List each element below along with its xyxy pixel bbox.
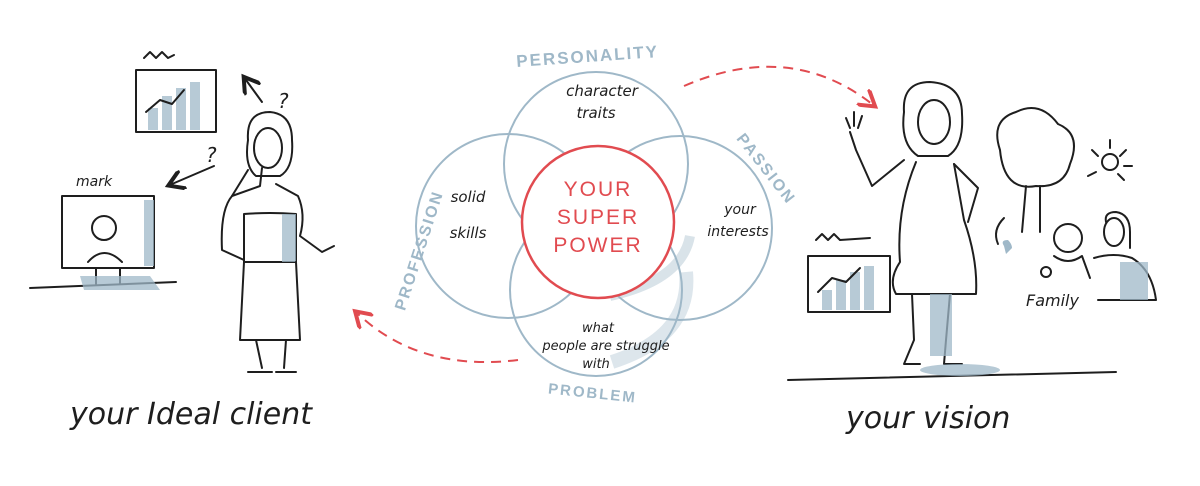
sun-icon <box>1087 139 1133 181</box>
note-problem-3: with <box>582 357 610 372</box>
center-line-1: YOUR <box>564 178 633 201</box>
label-problem: PROBLEM <box>547 380 637 406</box>
heart-icon <box>1002 240 1012 254</box>
arrow-to-client-icon <box>358 314 519 363</box>
thought-arrow-up-icon <box>246 80 263 103</box>
screen-label-left: mark <box>76 174 113 190</box>
note-passion-1: your <box>723 202 757 218</box>
center-line-2: SUPER <box>557 206 639 229</box>
family-label: Family <box>1026 291 1079 310</box>
note-profession-1: solid <box>451 188 486 206</box>
thought-arrow-left-icon <box>172 165 215 184</box>
question-mark-2: ? <box>206 143 217 167</box>
note-personality-1: character <box>566 82 639 100</box>
family-figures-icon <box>1040 211 1157 301</box>
ideal-client-figure <box>220 111 335 373</box>
note-profession-2: skills <box>450 224 487 242</box>
left-caption: your Ideal client <box>69 397 313 432</box>
computer-monitor-icon <box>29 195 177 290</box>
bar-chart-board-right-icon <box>807 233 891 313</box>
arrow-to-vision-icon <box>683 65 872 104</box>
venn-diagram: YOUR SUPER POWER PERSONALITY PASSION PRO… <box>392 42 798 407</box>
note-problem-1: what <box>582 321 615 336</box>
question-mark-1: ? <box>278 89 289 113</box>
label-personality: PERSONALITY <box>516 42 660 71</box>
note-passion-2: interests <box>707 224 768 240</box>
center-line-3: POWER <box>553 234 642 257</box>
right-scene: Family your vision <box>787 81 1157 436</box>
right-caption: your vision <box>845 401 1010 436</box>
left-scene: ? ? mark your Ideal client <box>29 51 335 432</box>
note-problem-2: people are struggle <box>541 339 669 354</box>
note-personality-2: traits <box>576 104 615 122</box>
bar-chart-board-icon <box>135 51 217 133</box>
tree-icon <box>995 107 1075 245</box>
super-power-circle <box>520 144 676 300</box>
vision-figure <box>787 81 1117 381</box>
label-profession: PROFESSION <box>392 189 447 313</box>
